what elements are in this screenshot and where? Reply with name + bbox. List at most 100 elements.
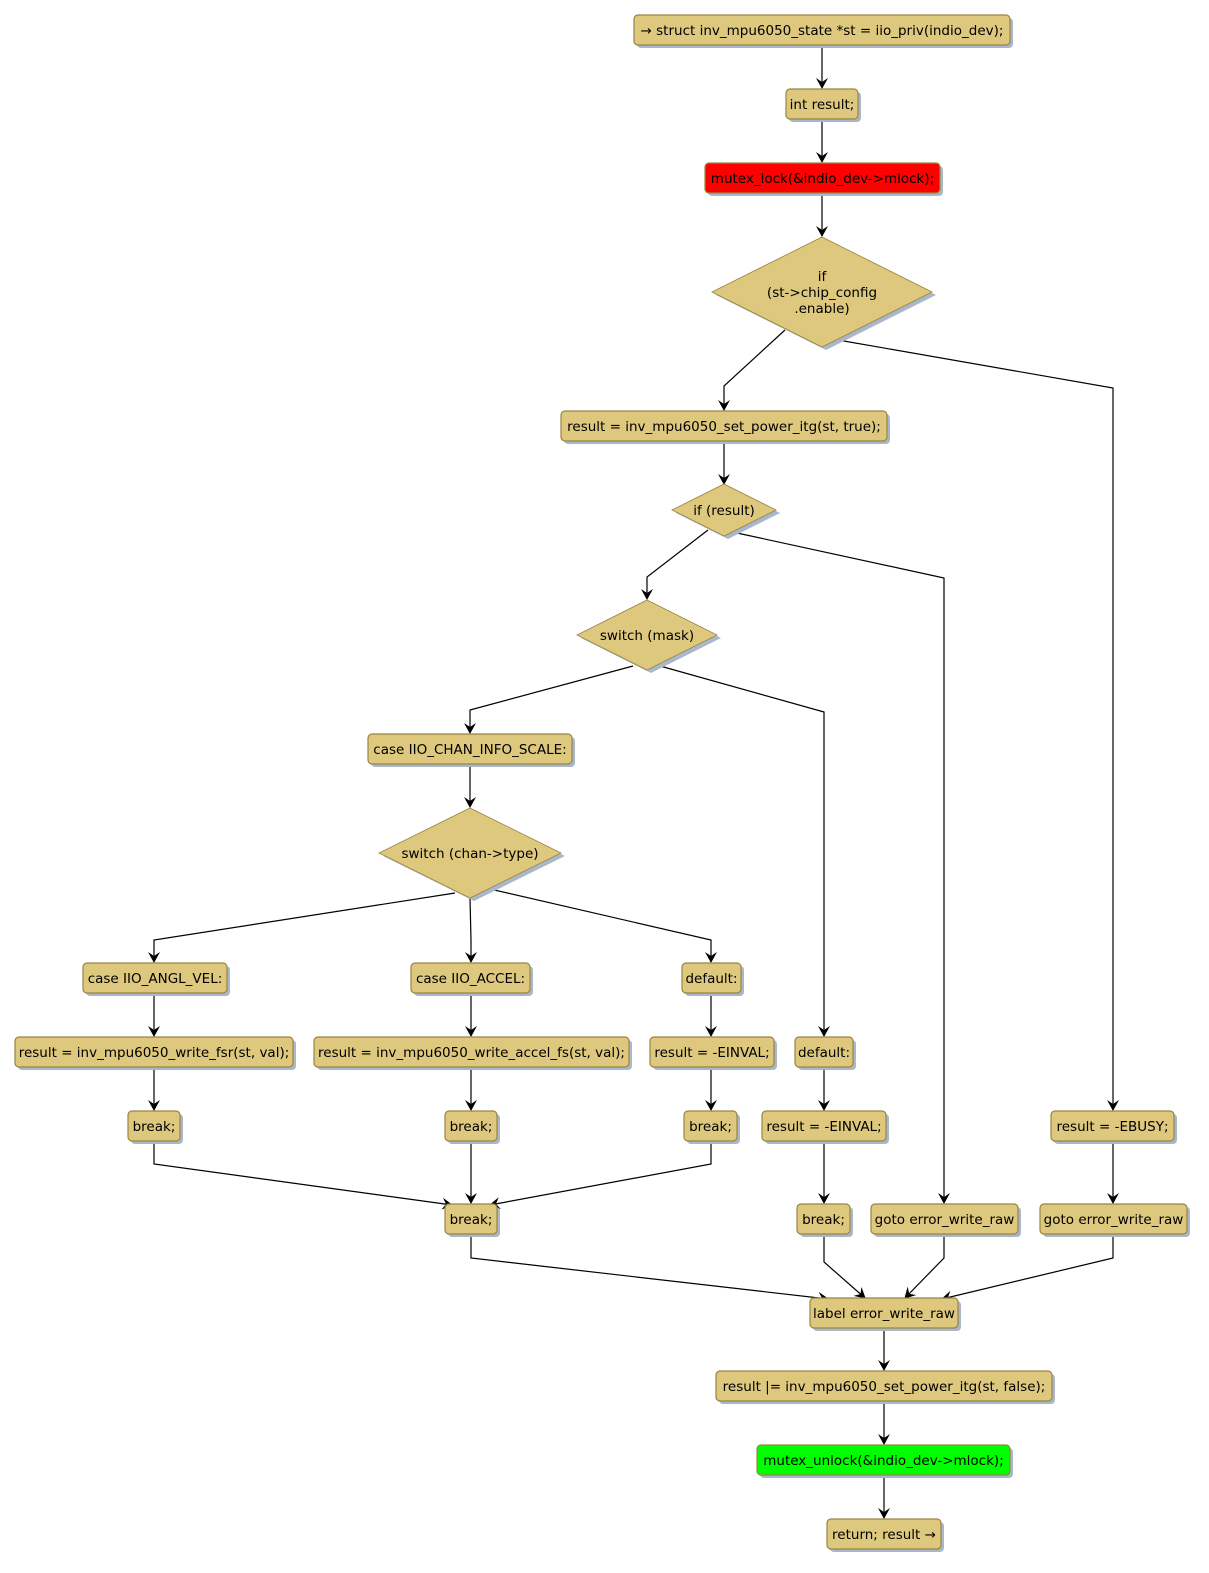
decision-if-enable-lines: if(st->chip_config.enable) — [711, 236, 936, 350]
edge-if-enable-false — [837, 339, 1119, 1111]
node-label: mutex_lock(&indio_dev->mlock); — [711, 171, 934, 187]
node-write-fsr: result = inv_mpu6050_write_fsr(st, val); — [14, 1036, 296, 1070]
decision-diamond — [671, 483, 777, 537]
node-ebusy: result = -EBUSY; — [1050, 1110, 1177, 1144]
decision-label: .enable) — [794, 301, 849, 317]
decision-label: switch (mask) — [600, 628, 694, 644]
edges — [148, 45, 1119, 1519]
node-box — [313, 1036, 630, 1068]
node-case-scale: case IIO_CHAN_INFO_SCALE: — [367, 733, 575, 767]
node-label: result = inv_mpu6050_set_power_itg(st, t… — [567, 419, 881, 435]
node-einval-mask: result = -EINVAL; — [761, 1110, 889, 1144]
node-box — [367, 733, 573, 765]
node-label: result = inv_mpu6050_write_accel_fs(st, … — [318, 1045, 625, 1061]
node-box — [761, 1110, 887, 1142]
node-default-type: default: — [681, 962, 744, 996]
node-label: case IIO_ACCEL: — [416, 971, 525, 987]
node-box — [633, 14, 1011, 46]
node-label: result = inv_mpu6050_write_fsr(st, val); — [19, 1045, 290, 1061]
node-label: label error_write_raw — [813, 1306, 955, 1322]
nodes: → struct inv_mpu6050_state *st = iio_pri… — [14, 14, 1190, 1552]
node-label: break; — [133, 1119, 176, 1135]
edge-switch-mask-default — [659, 665, 830, 1037]
node-box — [704, 162, 941, 194]
node-label: result = -EINVAL; — [766, 1119, 881, 1135]
decision-label: if — [818, 269, 828, 285]
node-box — [809, 1297, 959, 1329]
edge-switch-mask-scale — [464, 665, 634, 734]
node-start: → struct inv_mpu6050_state *st = iio_pri… — [633, 14, 1013, 48]
node-box — [826, 1518, 942, 1550]
node-mutex-lock: mutex_lock(&indio_dev->mlock); — [704, 162, 943, 196]
node-label: goto error_write_raw — [875, 1212, 1015, 1228]
node-box — [796, 1203, 851, 1235]
node-label: int result; — [790, 97, 855, 113]
node-break-default-mask: break; — [796, 1203, 853, 1237]
decision-if-result: if (result) — [671, 483, 780, 539]
node-goto-busy: goto error_write_raw — [1039, 1203, 1190, 1237]
node-box — [870, 1203, 1019, 1235]
node-label: break; — [450, 1119, 493, 1135]
node-box — [794, 1036, 854, 1068]
node-return: return; result → — [826, 1518, 944, 1552]
node-label: default: — [798, 1045, 850, 1061]
node-decl-result: int result; — [785, 88, 861, 122]
node-label: result = -EINVAL; — [654, 1045, 769, 1061]
decision-switch-mask: switch (mask) — [576, 599, 721, 673]
node-set-power-false: result |= inv_mpu6050_set_power_itg(st, … — [715, 1370, 1055, 1404]
node-label: case IIO_CHAN_INFO_SCALE: — [373, 742, 566, 758]
node-label: case IIO_ANGL_VEL: — [88, 971, 223, 987]
decision-label: if (result) — [693, 503, 755, 519]
node-default-mask: default: — [794, 1036, 856, 1070]
edge-switch-type-default — [489, 888, 717, 963]
decision-diamond — [576, 599, 718, 671]
edge-if-enable-true — [718, 329, 786, 411]
edge-goto-busy-to-label — [941, 1234, 1114, 1303]
node-label: → struct inv_mpu6050_state *st = iio_pri… — [641, 23, 1004, 39]
node-box — [444, 1203, 498, 1235]
node-label-error: label error_write_raw — [809, 1297, 961, 1331]
edge-switch-type-angl — [148, 892, 456, 963]
node-label: break; — [450, 1212, 493, 1228]
node-case-accel: case IIO_ACCEL: — [410, 962, 533, 996]
node-break-angl: break; — [127, 1110, 183, 1144]
edge-if-result-false — [641, 529, 709, 600]
edge-goto-result-to-label — [904, 1234, 945, 1299]
node-break-accel: break; — [444, 1110, 500, 1144]
node-box — [681, 962, 742, 994]
node-break-scale: break; — [444, 1203, 500, 1237]
node-write-accel-fs: result = inv_mpu6050_write_accel_fs(st, … — [313, 1036, 632, 1070]
node-label: break; — [689, 1119, 732, 1135]
node-label: result = -EBUSY; — [1057, 1119, 1169, 1135]
node-einval-type: result = -EINVAL; — [649, 1036, 777, 1070]
node-box — [756, 1444, 1011, 1476]
node-set-power-true: result = inv_mpu6050_set_power_itg(st, t… — [560, 410, 890, 444]
node-label: goto error_write_raw — [1044, 1212, 1184, 1228]
node-box — [1050, 1110, 1175, 1142]
edge-break-angl-to-break — [153, 1141, 453, 1210]
node-box — [785, 88, 859, 120]
node-label: result |= inv_mpu6050_set_power_itg(st, … — [723, 1379, 1046, 1395]
node-label: mutex_unlock(&indio_dev->mlock); — [763, 1453, 1004, 1469]
edge-if-result-true — [736, 532, 950, 1204]
node-break-default-type: break; — [683, 1110, 740, 1144]
node-box — [560, 410, 888, 442]
node-box — [1039, 1203, 1188, 1235]
decision-diamond — [378, 807, 562, 899]
node-box — [715, 1370, 1053, 1402]
node-label: default: — [685, 971, 737, 987]
edge-break-mask-to-label — [823, 1234, 866, 1299]
decision-diamond — [711, 236, 933, 348]
node-label: return; result → — [832, 1527, 936, 1543]
node-case-angl-vel: case IIO_ANGL_VEL: — [82, 962, 230, 996]
edge-break-default-to-break — [489, 1141, 712, 1210]
node-goto-result: goto error_write_raw — [870, 1203, 1021, 1237]
node-box — [649, 1036, 775, 1068]
node-box — [127, 1110, 181, 1142]
edge-break-scale-to-label — [470, 1234, 829, 1304]
node-box — [683, 1110, 738, 1142]
node-box — [444, 1110, 498, 1142]
decision-label: switch (chan->type) — [401, 846, 538, 862]
node-label: break; — [802, 1212, 845, 1228]
